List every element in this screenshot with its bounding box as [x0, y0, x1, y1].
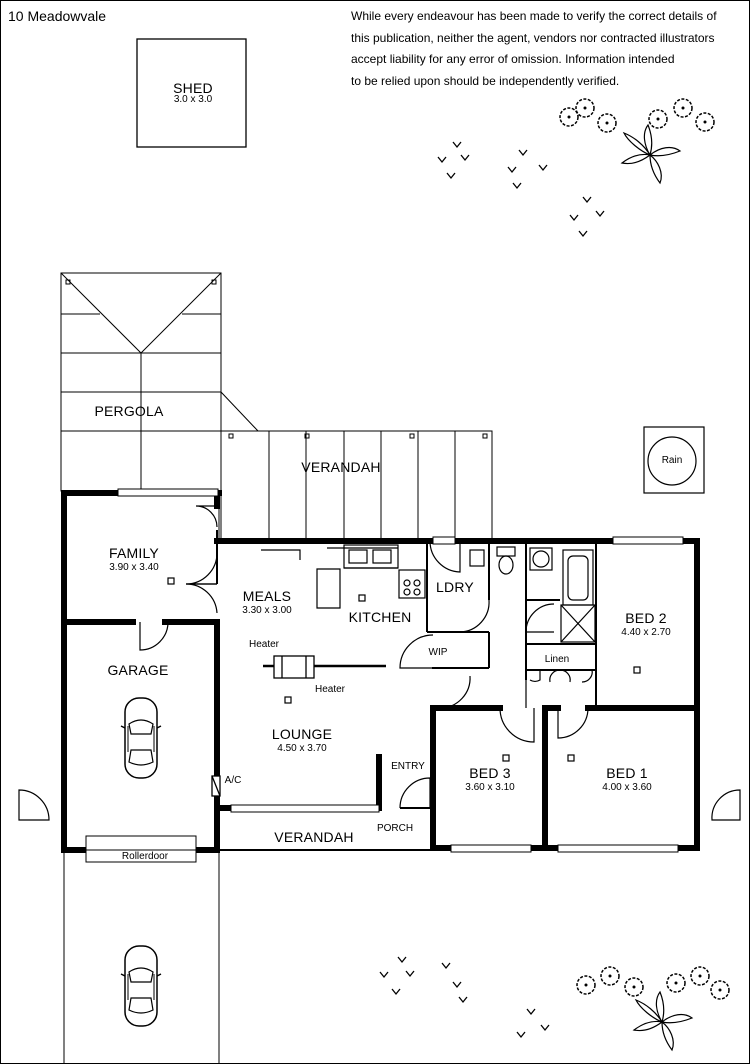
pergola-outline [60, 272, 259, 492]
page-title: 10 Meadowvale [8, 8, 107, 24]
room-bed1: BED 1 4.00 x 3.60 [602, 765, 651, 793]
disclaimer-line: to be relied upon should be independentl… [351, 73, 620, 88]
shed-outline [136, 38, 247, 148]
disclaimer: While every endeavour has been made to v… [351, 6, 746, 92]
room-size: 4.50 x 3.70 [277, 743, 327, 754]
room-lounge: LOUNGE 4.50 x 3.70 [272, 726, 332, 754]
garage-car [120, 697, 162, 779]
heater-label-2: Heater [314, 684, 346, 695]
room-bed3: BED 3 3.60 x 3.10 [465, 765, 514, 793]
room-shed: SHED 3.0 x 3.0 [173, 80, 213, 105]
room-name: BED 2 [625, 610, 667, 626]
room-porch: PORCH [376, 823, 414, 834]
heater-label-1: Heater [248, 639, 280, 650]
room-entry: ENTRY [391, 761, 425, 772]
room-size: 3.60 x 3.10 [465, 782, 515, 793]
rainwater-tank [643, 426, 705, 494]
room-bed2: BED 2 4.40 x 2.70 [621, 610, 670, 638]
room-pergola: PERGOLA [94, 403, 164, 419]
interior-walls [216, 530, 597, 851]
room-verandah-rear: VERANDAH [301, 459, 381, 475]
room-name: MEALS [242, 588, 292, 604]
room-garage: GARAGE [107, 662, 169, 678]
room-size: 4.40 x 2.70 [621, 627, 671, 638]
lounge-heater [211, 655, 386, 797]
disclaimer-line: accept liability for any error of omissi… [351, 52, 675, 66]
landscaping-bottom [379, 956, 730, 1051]
room-name: SHED [173, 80, 213, 96]
driveway-car [120, 945, 162, 1027]
ac-label: A/C [224, 775, 242, 786]
disclaimer-line: While every endeavour has been made to v… [351, 9, 717, 23]
room-linen: Linen [544, 654, 570, 665]
room-name: LOUNGE [271, 726, 333, 742]
room-size: 4.00 x 3.60 [602, 782, 652, 793]
room-size: 3.90 x 3.40 [109, 562, 159, 573]
wet-area-fixtures [469, 546, 596, 643]
landscaping-top [437, 98, 715, 237]
rollerdoor-label: Rollerdoor [121, 851, 169, 862]
room-meals: MEALS 3.30 x 3.00 [242, 588, 291, 616]
room-family: FAMILY 3.90 x 3.40 [109, 545, 159, 573]
room-name: BED 1 [606, 765, 648, 781]
doors [18, 505, 741, 821]
rain-tank-label: Rain [661, 455, 683, 466]
rear-verandah-outline [220, 430, 493, 540]
room-wip: WIP [428, 647, 448, 658]
room-ldry: LDRY [436, 579, 474, 595]
room-name: FAMILY [109, 545, 159, 561]
windows [85, 488, 684, 863]
room-verandah-front: VERANDAH [274, 829, 354, 845]
room-size: 3.30 x 3.00 [242, 605, 292, 616]
driveway-outline [63, 850, 220, 1064]
room-kitchen: KITCHEN [348, 609, 412, 625]
kitchen-fixtures [167, 544, 641, 762]
room-size: 3.0 x 3.0 [173, 94, 213, 105]
disclaimer-line: this publication, neither the agent, ven… [351, 30, 715, 45]
room-name: BED 3 [469, 765, 511, 781]
